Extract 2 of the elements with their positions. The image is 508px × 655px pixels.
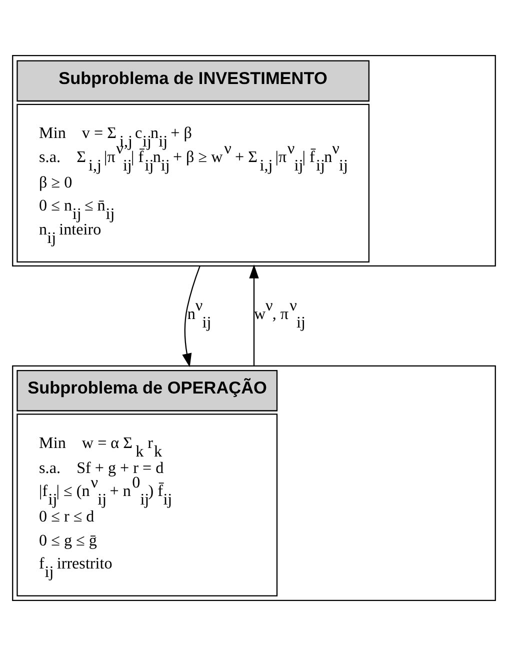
- arrow: [249, 264, 259, 366]
- arrow: [182, 265, 200, 367]
